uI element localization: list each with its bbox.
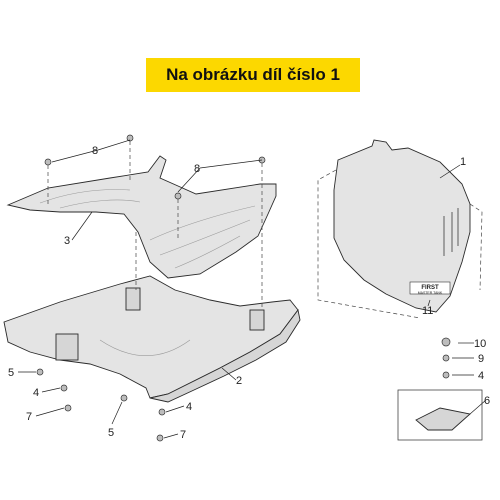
label-4-bottom: 4 <box>186 401 192 413</box>
part-11-sticker: FIRST MASTER TANK <box>409 281 451 295</box>
screw-4-bottom <box>158 408 166 416</box>
leader-lines <box>18 139 487 439</box>
screw-4-right <box>442 371 450 379</box>
label-8-left: 8 <box>92 145 98 157</box>
mount-boss-center <box>125 287 141 311</box>
assembly-line-part1 <box>317 169 421 319</box>
label-4-right: 4 <box>478 370 484 382</box>
screw-4-left <box>60 384 68 392</box>
label-6: 6 <box>484 395 490 407</box>
label-10: 10 <box>474 338 486 350</box>
label-5-bottom: 5 <box>108 427 114 439</box>
label-11: 11 <box>422 305 433 317</box>
part-2-lower-cover <box>3 275 301 403</box>
label-5-left: 5 <box>8 367 14 379</box>
mount-boss-right <box>249 309 265 331</box>
mount-boss-left <box>55 333 79 361</box>
label-8-right: 8 <box>194 163 200 175</box>
label-7-left: 7 <box>26 411 32 423</box>
label-9: 9 <box>478 353 484 365</box>
label-1: 1 <box>460 156 466 168</box>
screw-5-bottom <box>120 394 128 402</box>
label-4-left: 4 <box>33 387 39 399</box>
part-6-clip-inset <box>397 389 483 441</box>
sticker-line2: MASTER TANK <box>418 291 443 295</box>
screw-7-left <box>64 404 72 412</box>
label-7-bottom: 7 <box>180 429 186 441</box>
title-banner: Na obrázku díl číslo 1 <box>146 58 360 92</box>
label-2: 2 <box>236 375 242 387</box>
washer-9 <box>442 354 450 362</box>
assembly-line-part1-right <box>469 203 483 291</box>
label-3: 3 <box>64 235 70 247</box>
nut-10 <box>441 337 451 347</box>
screw-7-bottom <box>156 434 164 442</box>
screw-8-center <box>174 192 182 200</box>
screw-8-left <box>44 158 52 166</box>
title-text: Na obrázku díl číslo 1 <box>166 65 340 84</box>
screw-5-left <box>36 368 44 376</box>
sticker-line1: FIRST <box>421 285 439 291</box>
part-1-rear-cover <box>333 139 471 313</box>
part-3-floor-panel <box>6 155 277 279</box>
